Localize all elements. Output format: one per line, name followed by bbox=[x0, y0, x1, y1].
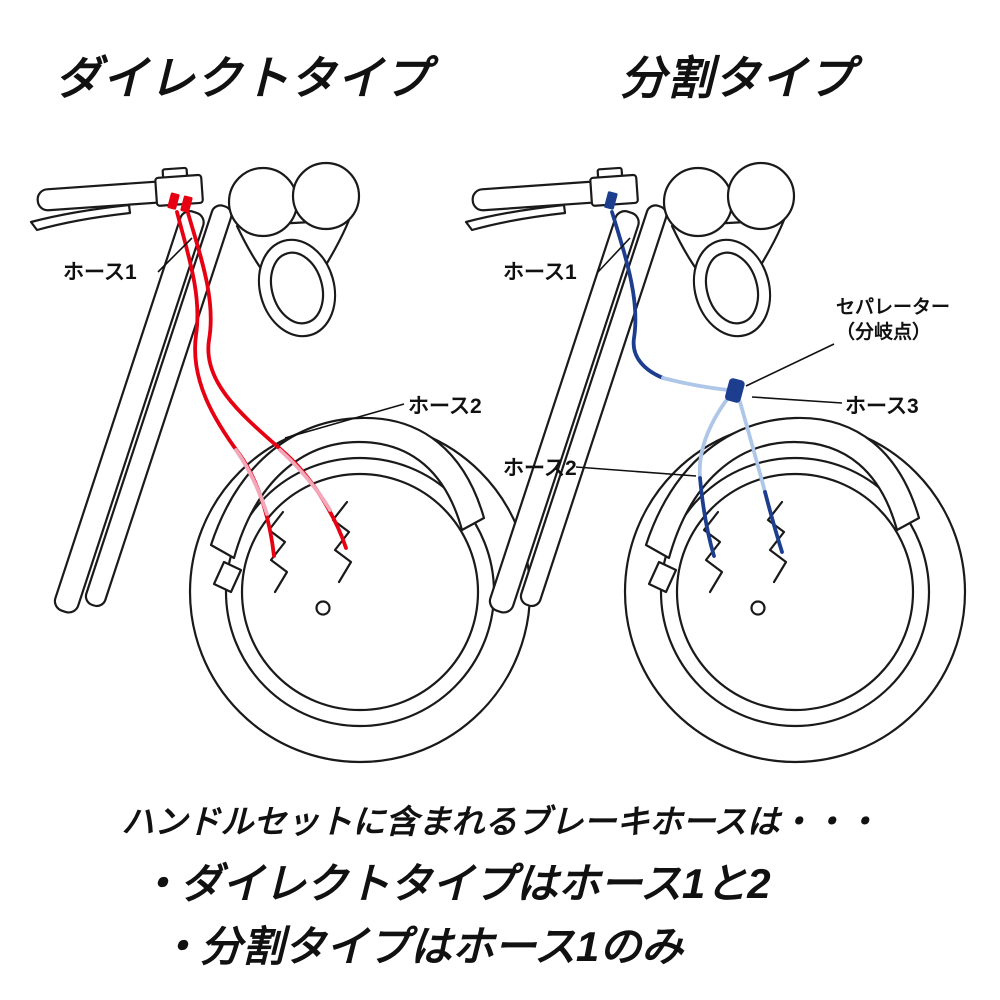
footer-bullet-split: ・分割タイプはホース1のみ bbox=[158, 923, 684, 970]
footer-bullet-direct: ・ダイレクトタイプはホース1と2 bbox=[138, 860, 771, 907]
leader-right-hose1 bbox=[597, 237, 631, 273]
left-hose2-label: ホース2 bbox=[408, 395, 482, 418]
split-banjo-fitting bbox=[604, 191, 618, 210]
separator-label: セパレーター （分岐点） bbox=[836, 296, 950, 345]
direct-banjo-fitting-2 bbox=[180, 195, 193, 213]
leader-right-hose2 bbox=[575, 466, 697, 477]
leader-right-hose3 bbox=[751, 396, 843, 404]
split-hose-1-hidden-section bbox=[661, 376, 730, 392]
leader-left-hose2 bbox=[284, 403, 405, 439]
direct-type-title: ダイレクトタイプ bbox=[55, 52, 431, 104]
footer-intro-text: ハンドルセットに含まれるブレーキホースは・・・ bbox=[121, 803, 879, 840]
split-hose-2 bbox=[698, 476, 716, 558]
right-hose2-label: ホース2 bbox=[503, 457, 577, 480]
leader-lines bbox=[157, 237, 843, 477]
leader-separator bbox=[745, 343, 835, 387]
split-hose-2-hidden-section bbox=[697, 396, 730, 480]
direct-hoses bbox=[167, 192, 348, 558]
split-hose-3 bbox=[763, 490, 784, 554]
direct-hose-2-hidden-section bbox=[278, 448, 332, 512]
separator-junction bbox=[725, 378, 745, 403]
right-hose3-label: ホース3 bbox=[845, 395, 919, 418]
direct-hose-1-hidden-section bbox=[234, 448, 269, 516]
separator-label-line2: （分岐点） bbox=[836, 321, 932, 343]
split-hose-3-hidden-section bbox=[738, 400, 767, 494]
separator-label-line1: セパレーター bbox=[836, 297, 951, 318]
left-hose1-label: ホース1 bbox=[63, 261, 137, 284]
direct-banjo-fitting-1 bbox=[167, 192, 180, 210]
left-bike-illustration bbox=[29, 161, 532, 764]
split-type-title: 分割タイプ bbox=[620, 52, 855, 104]
right-hose1-label: ホース1 bbox=[503, 261, 577, 284]
leader-left-hose1 bbox=[157, 237, 193, 273]
split-hoses bbox=[604, 191, 784, 558]
